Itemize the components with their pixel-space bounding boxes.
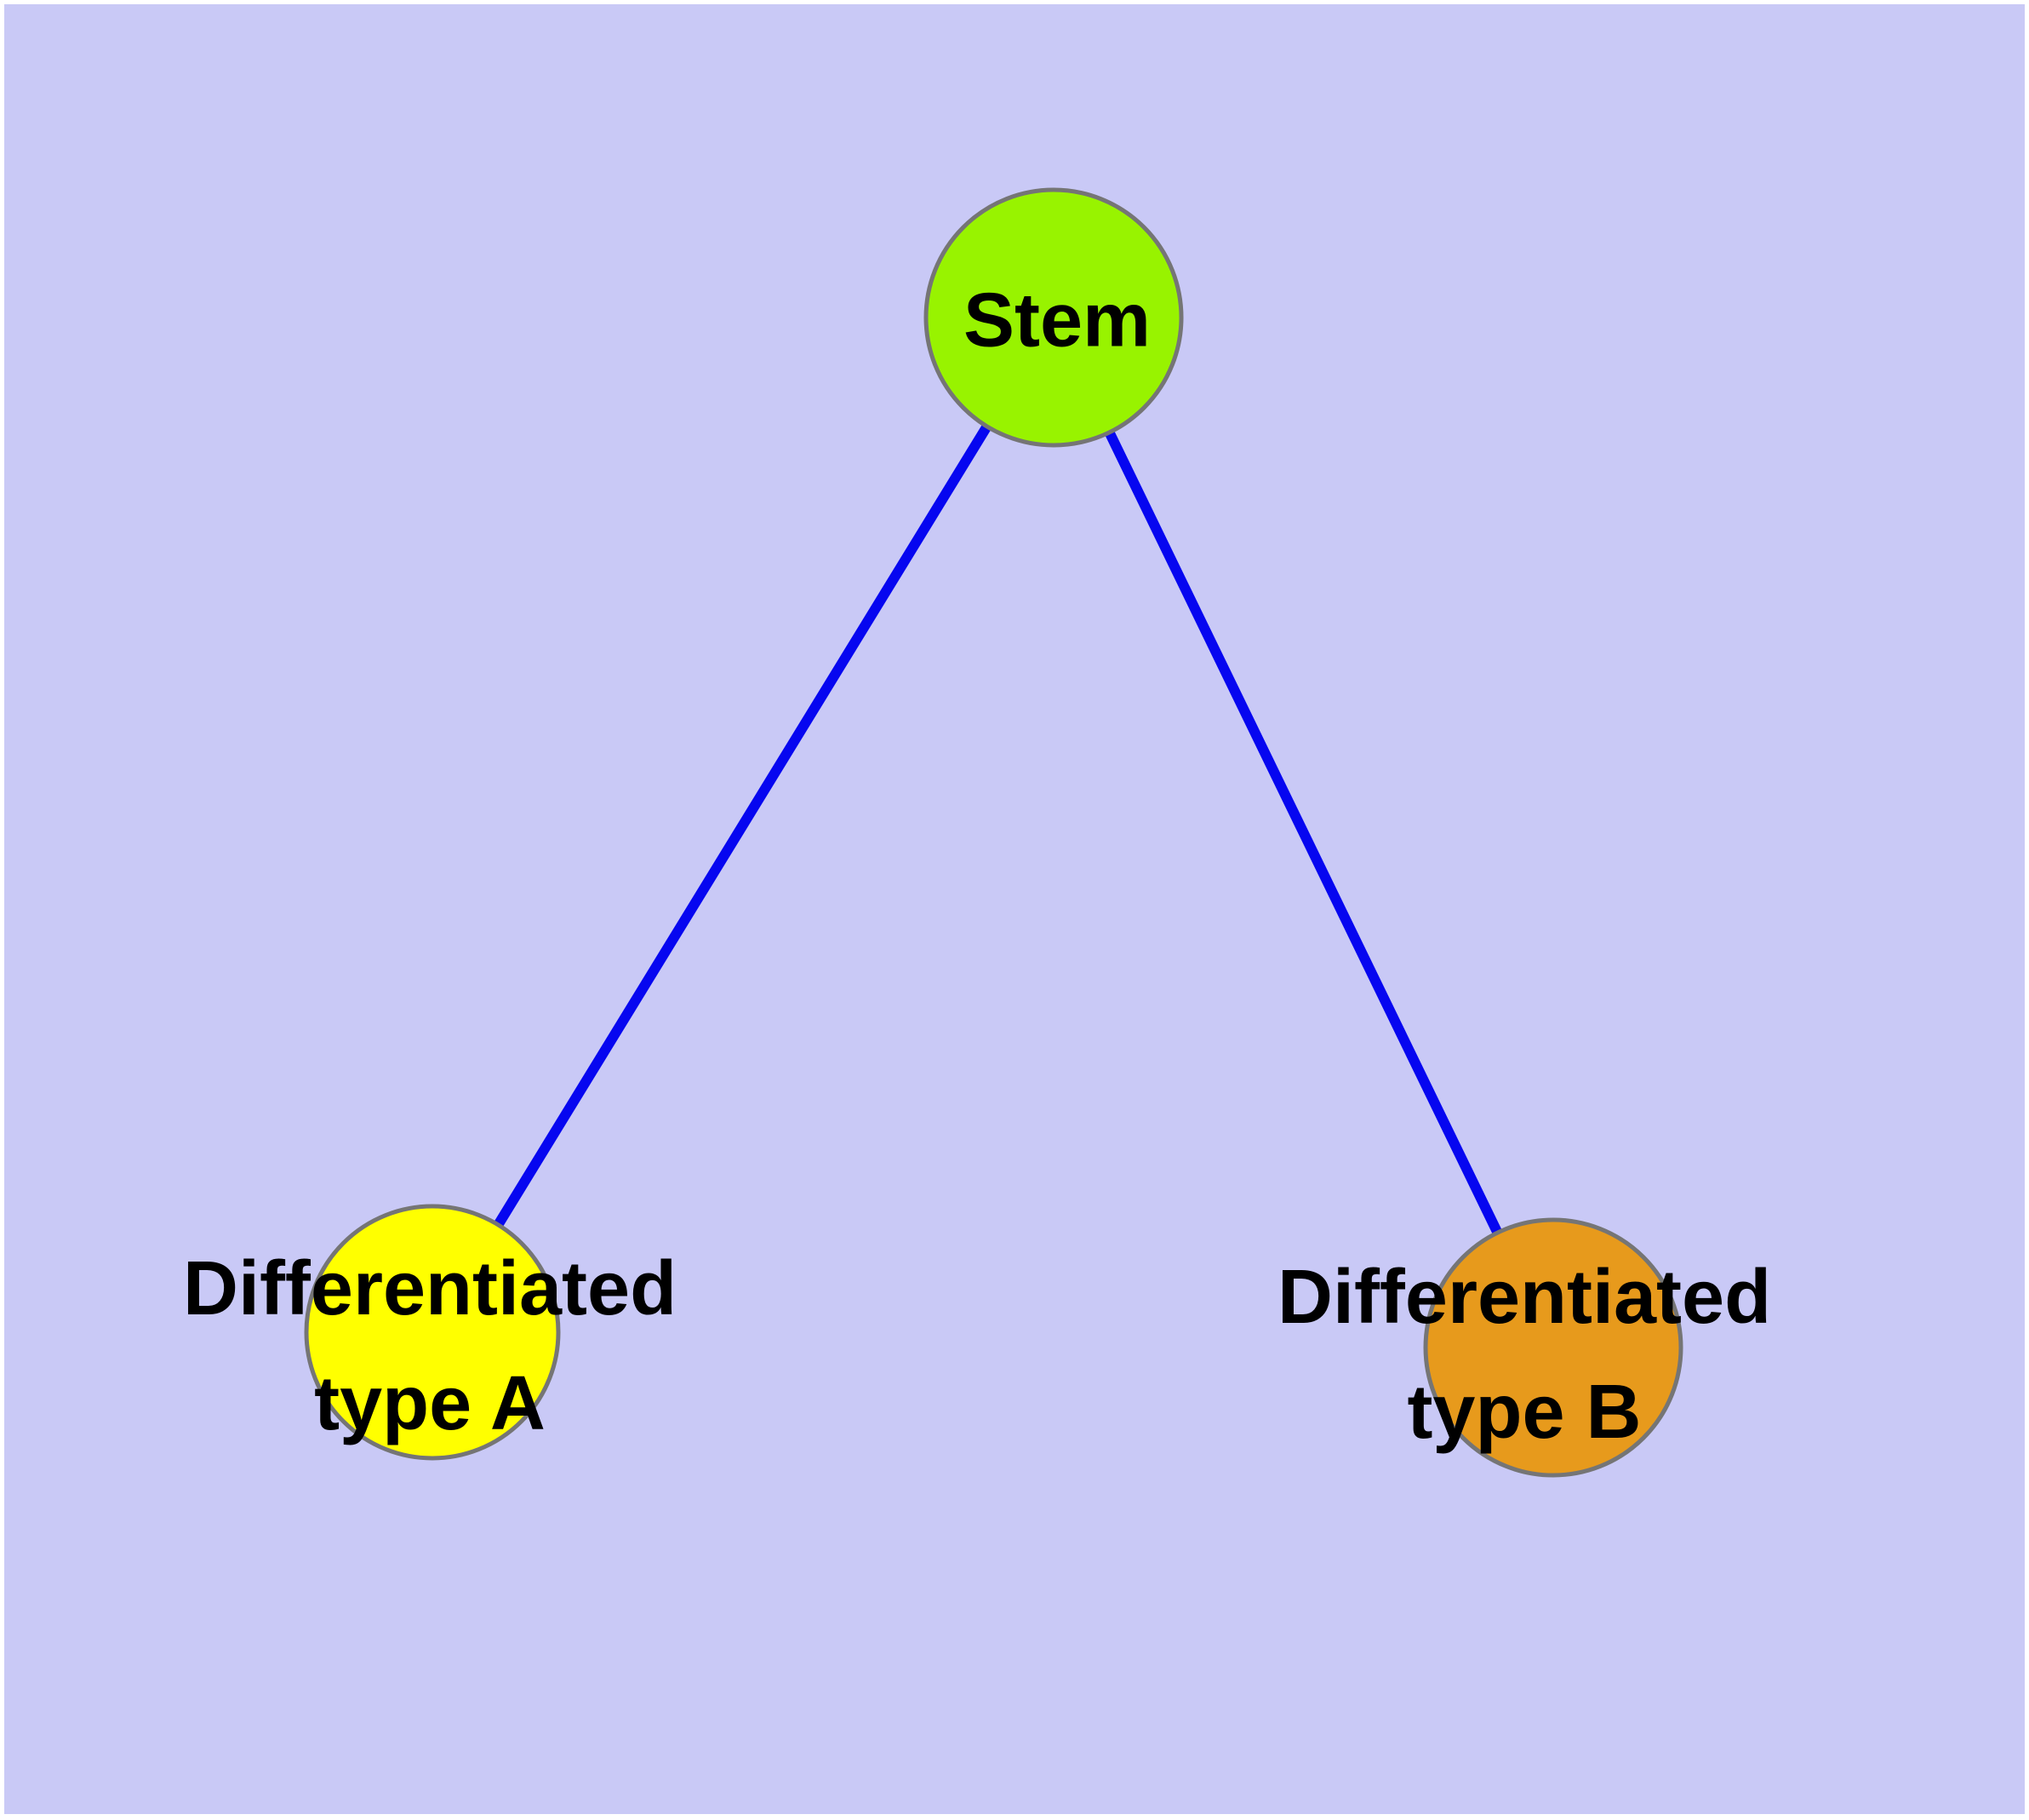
node-differentiated-type-a[interactable] <box>304 1204 561 1461</box>
edge-stem-to-type-a <box>427 314 1059 1336</box>
diagram-canvas: Stem Differentiated type A Differentiate… <box>4 4 2025 1814</box>
graph-svg <box>304 187 1683 1478</box>
edge-stem-to-type-b <box>1049 315 1558 1350</box>
node-stem[interactable] <box>923 187 1184 448</box>
node-differentiated-type-b[interactable] <box>1423 1217 1683 1478</box>
